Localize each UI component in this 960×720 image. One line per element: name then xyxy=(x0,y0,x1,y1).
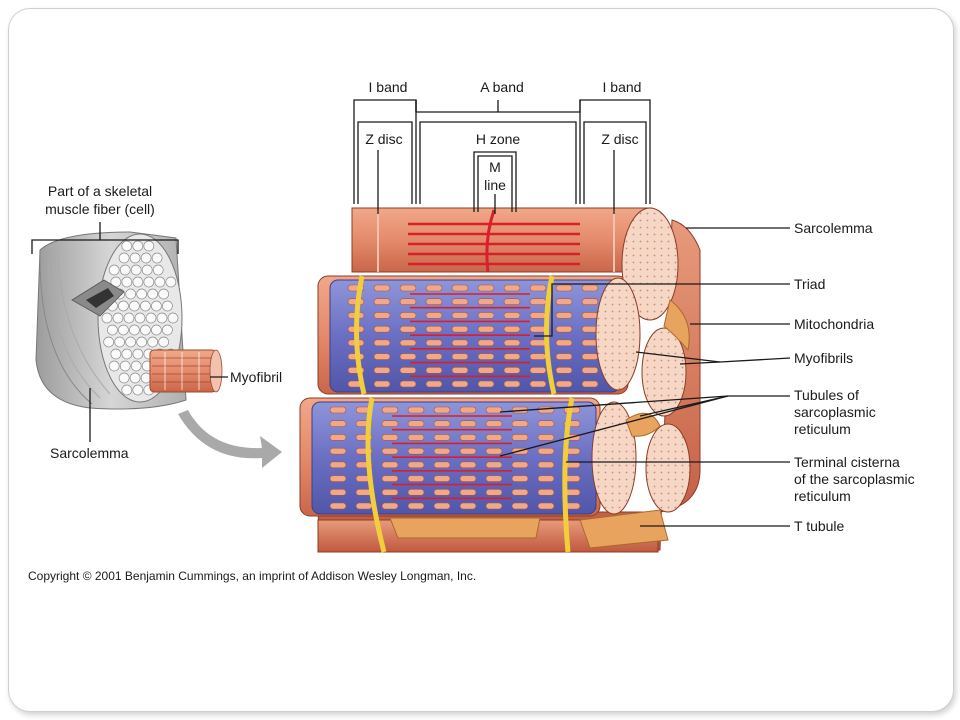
leader-lines xyxy=(499,227,791,527)
a-band-label: A band xyxy=(480,79,524,95)
myofibril-label: Myofibril xyxy=(230,369,282,385)
tubules-label-1: Tubules of xyxy=(794,387,859,403)
fiber-title-line1: Part of a skeletal xyxy=(48,183,152,199)
fiber-title-line2: muscle fiber (cell) xyxy=(45,201,155,217)
terminal-cisterna-label-1: Terminal cisterna xyxy=(794,454,900,470)
band-brackets xyxy=(353,99,651,214)
tubules-label-2: sarcoplasmic xyxy=(794,404,876,420)
copyright-text: Copyright © 2001 Benjamin Cummings, an i… xyxy=(28,569,476,583)
top-myofibril-striations xyxy=(377,209,615,273)
mitochondria-label: Mitochondria xyxy=(794,316,874,332)
z-disc-right-label: Z disc xyxy=(601,131,638,147)
h-zone-label: H zone xyxy=(476,131,521,147)
myofibrils-label: Myofibrils xyxy=(794,350,853,366)
z-disc-left-label: Z disc xyxy=(365,131,402,147)
terminal-cisterna-label-2: of the sarcoplasmic xyxy=(794,471,915,487)
sarcomere-block xyxy=(299,207,701,553)
sarcolemma-right-label: Sarcolemma xyxy=(794,220,873,236)
terminal-cisterna-label-3: reticulum xyxy=(794,488,851,504)
sarcoplasmic-reticulum-middle xyxy=(347,284,599,388)
triad-label: Triad xyxy=(794,276,825,292)
m-line-label-2: line xyxy=(484,177,506,193)
m-line-label-1: M xyxy=(489,159,501,175)
tubules-label-3: reticulum xyxy=(794,421,851,437)
i-band-right-label: I band xyxy=(603,79,642,95)
myofibril-bundle xyxy=(149,349,223,393)
sarcolemma-left-label: Sarcolemma xyxy=(50,445,129,461)
curved-arrow-icon xyxy=(178,410,282,468)
i-band-left-label: I band xyxy=(369,79,408,95)
fiber-illustration xyxy=(35,231,282,468)
t-tubule-label: T tubule xyxy=(794,518,845,534)
